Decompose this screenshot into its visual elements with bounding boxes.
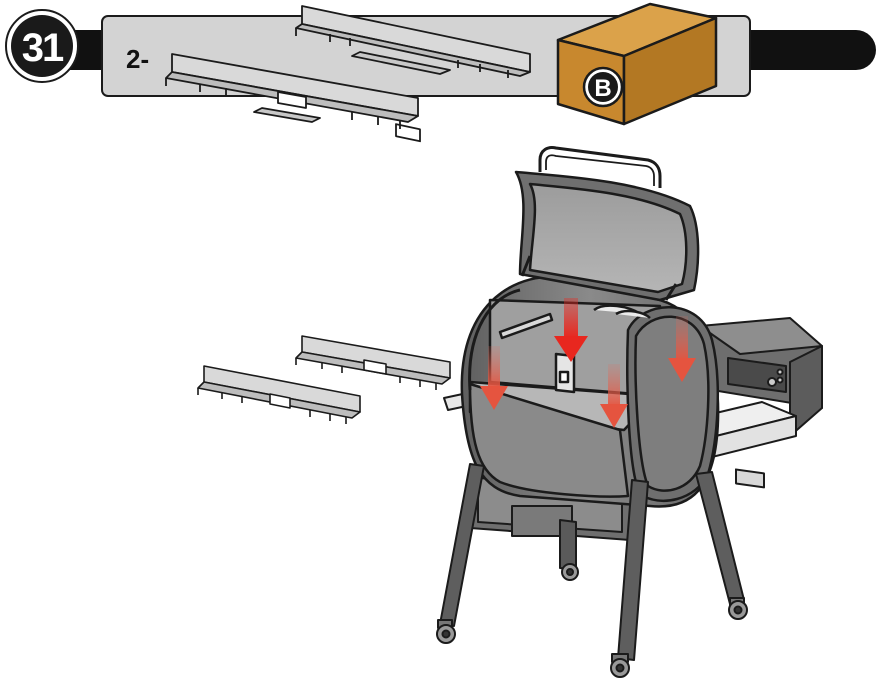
grill-lid	[514, 146, 700, 302]
step-number-badge: 31	[5, 9, 79, 83]
caster-wheel	[728, 597, 748, 620]
caster-wheel	[610, 653, 630, 678]
down-arrow-icon	[480, 346, 508, 410]
header-heat-baffle-back	[295, 5, 531, 143]
insertion-arrows	[480, 298, 696, 428]
down-arrow-icon	[668, 316, 696, 382]
header-heat-baffle-front	[165, 53, 419, 129]
heat-baffle-part-front	[197, 365, 361, 424]
step-header: 31 2- B	[5, 2, 876, 143]
heat-baffle-part-back	[295, 335, 451, 390]
down-arrow-icon	[600, 364, 628, 428]
bag-letter: B	[594, 75, 611, 102]
parts-box-icon: B	[556, 2, 718, 126]
quantity-label: 2-	[126, 44, 149, 74]
caster-wheel	[436, 619, 456, 644]
grill-legs	[436, 463, 748, 678]
controller-display	[727, 357, 787, 489]
step-number: 31	[22, 26, 64, 70]
grill-illustration	[436, 146, 823, 678]
down-arrow-icon	[554, 298, 588, 362]
